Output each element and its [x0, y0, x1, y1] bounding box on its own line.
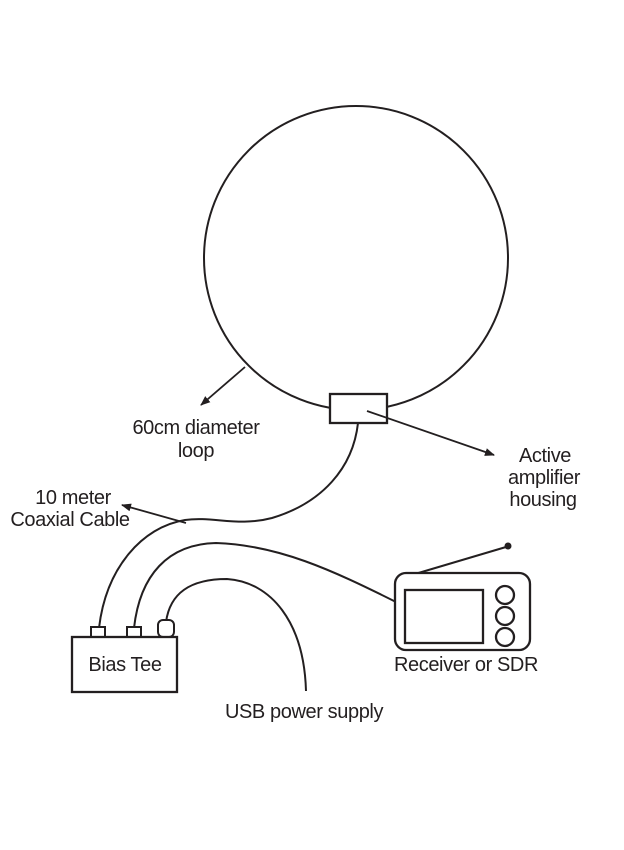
receiver-label: Receiver or SDR: [394, 654, 538, 676]
bias-tee-box: [70, 635, 179, 694]
loop-label-line1: 60cm diameter: [132, 417, 260, 439]
receiver-screen: [403, 588, 485, 645]
usb-cable-path: [165, 577, 307, 692]
amplifier-label-line3: housing: [509, 489, 576, 511]
coax-label-line2: Coaxial Cable: [10, 509, 130, 531]
receiver-cable-path: [133, 541, 397, 629]
receiver-antenna-tip-dot: [504, 542, 512, 550]
bias-tee-port-antenna: [90, 626, 106, 638]
coax-label-line1: 10 meter: [35, 487, 111, 509]
amplifier-label-line2: amplifier: [508, 467, 581, 489]
coax-callout-arrow: [121, 503, 187, 524]
receiver-antenna-line: [414, 546, 507, 575]
receiver-knob-2: [494, 605, 516, 627]
bias-tee-port-receiver: [126, 626, 142, 638]
bias-tee-port-usb: [157, 619, 175, 638]
amplifier-callout-arrow: [366, 410, 495, 456]
loop-antenna-circle: [203, 105, 509, 411]
loop-label-line2: loop: [178, 440, 214, 462]
amplifier-label-line1: Active: [519, 445, 571, 467]
loop-callout-arrow: [200, 366, 246, 406]
receiver-knob-3: [494, 626, 516, 648]
bias-tee-label: Bias Tee: [88, 654, 161, 676]
amplifier-housing-box: [328, 392, 389, 425]
coax-cable-path: [98, 422, 359, 629]
receiver-knob-1: [494, 584, 516, 606]
usb-power-label: USB power supply: [225, 701, 384, 723]
